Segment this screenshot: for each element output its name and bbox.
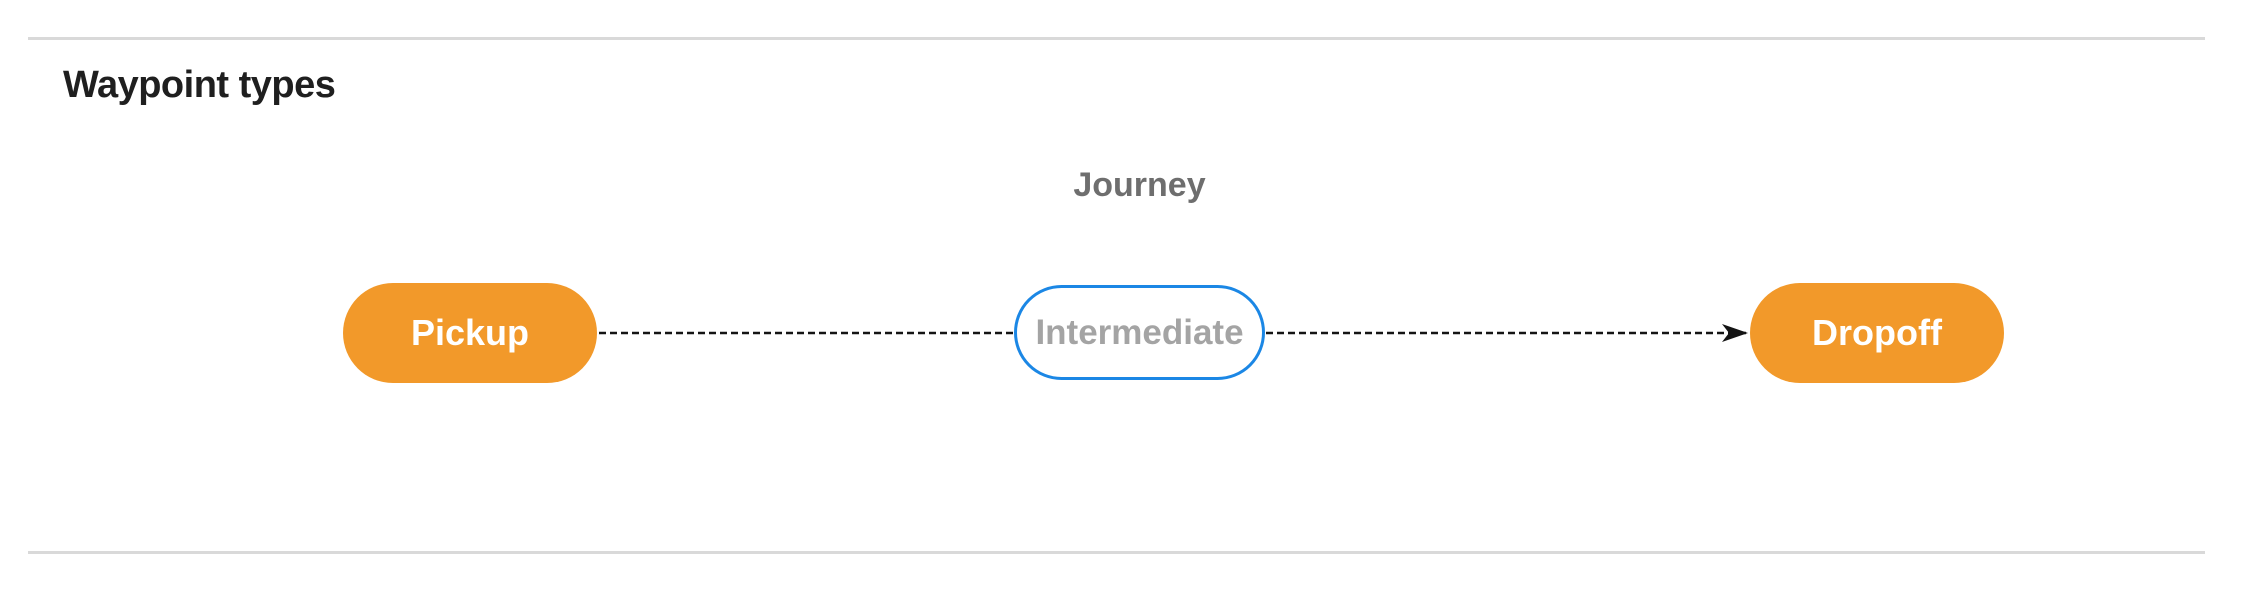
node-dropoff: Dropoff (1750, 283, 2004, 383)
journey-edge-label: Journey (1073, 166, 1206, 204)
bottom-divider (28, 551, 2205, 554)
node-intermediate-label: Intermediate (1035, 312, 1244, 352)
node-dropoff-label: Dropoff (1812, 312, 1942, 353)
top-divider (28, 37, 2205, 40)
node-intermediate: Intermediate (1014, 285, 1265, 380)
node-pickup-label: Pickup (410, 312, 530, 353)
node-pickup: Pickup (343, 283, 597, 383)
section-title: Waypoint types (63, 64, 336, 106)
